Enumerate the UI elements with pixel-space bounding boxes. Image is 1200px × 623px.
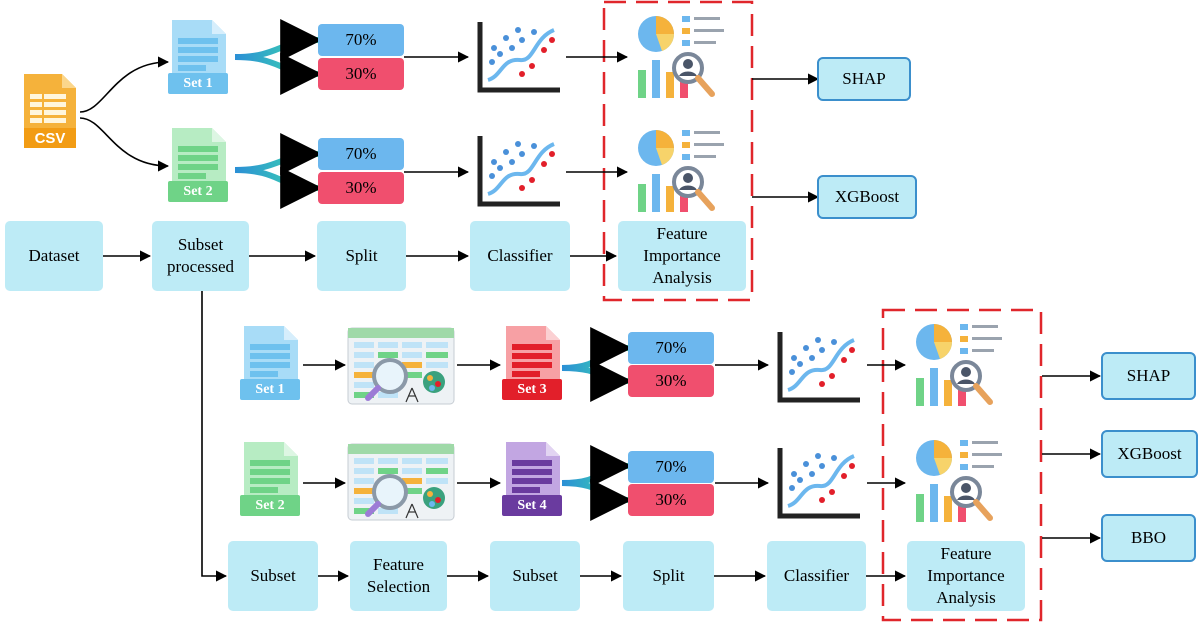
- top-set1-label: Set 1: [168, 73, 228, 94]
- step-subset-a: Subset: [228, 541, 318, 611]
- top-set2-file-icon: Set 2: [168, 128, 230, 204]
- output-shap-bottom: SHAP: [1101, 352, 1196, 400]
- highlight-frame-bottom: [881, 308, 1043, 622]
- step-split: Split: [317, 221, 406, 291]
- step-feature-importance: Feature Importance Analysis: [618, 221, 746, 291]
- top-set2-label: Set 2: [168, 181, 228, 202]
- feature-analysis-icon: [910, 320, 1008, 412]
- feature-analysis-icon: [632, 12, 730, 104]
- highlight-frame-top: [602, 0, 754, 302]
- bot3-test-split: 30%: [628, 365, 714, 397]
- feature-selection-icon: [346, 326, 456, 406]
- step-classifier: Classifier: [470, 221, 570, 291]
- bot3-train-split: 70%: [628, 332, 714, 364]
- bottom-set2-label: Set 2: [240, 495, 300, 516]
- top2-test-split: 30%: [318, 172, 404, 204]
- bot4-test-split: 30%: [628, 484, 714, 516]
- feature-analysis-icon: [910, 436, 1008, 528]
- csv-label: CSV: [34, 129, 66, 147]
- split-curve-bot4-test: [561, 478, 633, 521]
- split-curve-top1-test: [234, 52, 323, 95]
- step-subset-processed: Subset processed: [152, 221, 249, 291]
- bottom-set1-file-icon: Set 1: [240, 326, 302, 402]
- csv-file-icon: CSV: [18, 72, 80, 152]
- top1-train-split: 70%: [318, 24, 404, 56]
- bot4-train-split: 70%: [628, 451, 714, 483]
- output-bbo-bottom: BBO: [1101, 514, 1196, 562]
- top-set1-file-icon: Set 1: [168, 20, 230, 96]
- feature-analysis-icon: [632, 126, 730, 218]
- split-curve-bot3-train: [561, 327, 633, 371]
- step-subset-b: Subset: [490, 541, 580, 611]
- classifier-scatter-icon: [772, 444, 864, 520]
- csv-to-set2-curve: [79, 117, 170, 172]
- split-curve-top2-test: [234, 166, 323, 209]
- split-curve-bot3-test: [561, 359, 633, 402]
- output-xgboost-top: XGBoost: [817, 175, 917, 219]
- set4-label: Set 4: [502, 495, 562, 516]
- bottom-set2-file-icon: Set 2: [240, 442, 302, 518]
- top2-train-split: 70%: [318, 138, 404, 170]
- output-xgboost-bottom: XGBoost: [1101, 430, 1198, 478]
- split-curve-top1-train: [234, 19, 323, 62]
- csv-to-set1-curve: [79, 56, 170, 113]
- step-dataset: Dataset: [5, 221, 103, 291]
- set3-label: Set 3: [502, 379, 562, 400]
- top1-test-split: 30%: [318, 58, 404, 90]
- classifier-scatter-icon: [472, 18, 564, 94]
- set3-file-icon: Set 3: [502, 326, 564, 402]
- classifier-scatter-icon: [472, 132, 564, 208]
- step-classifier-bottom: Classifier: [767, 541, 866, 611]
- step-feature-importance-bottom: Feature Importance Analysis: [907, 541, 1025, 611]
- feature-selection-icon: [346, 442, 456, 522]
- output-shap-top: SHAP: [817, 57, 911, 101]
- set4-file-icon: Set 4: [502, 442, 564, 518]
- step-split-bottom: Split: [623, 541, 714, 611]
- bottom-set1-label: Set 1: [240, 379, 300, 400]
- classifier-scatter-icon: [772, 328, 864, 404]
- step-feature-selection: Feature Selection: [350, 541, 447, 611]
